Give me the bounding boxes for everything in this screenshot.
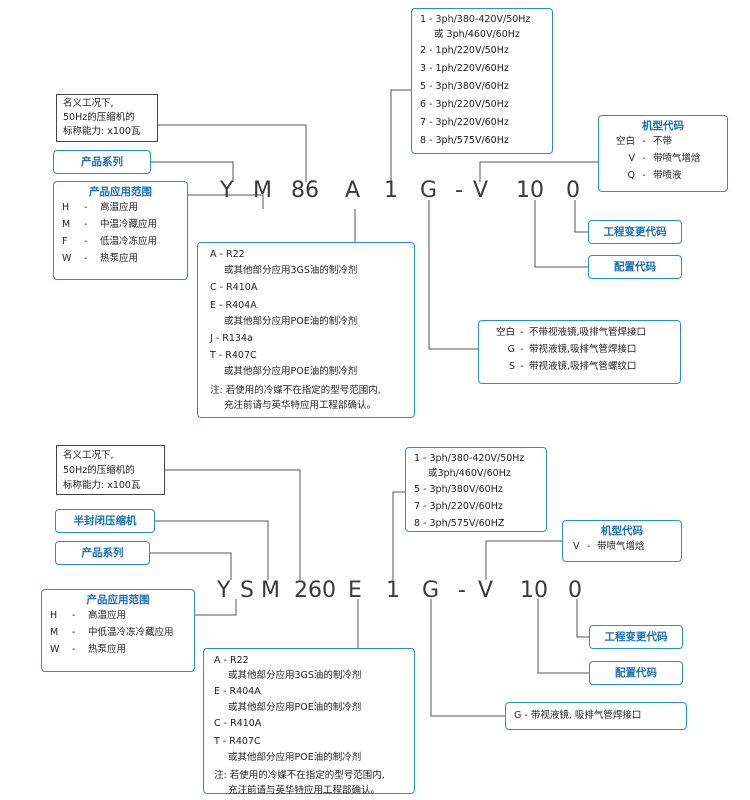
code-char: M [261, 578, 280, 603]
semi-hermetic-label-2: 半封闭压缩机 [55, 509, 155, 533]
refrigerant-line: 或其他部分应用3GS油的制冷剂 [224, 264, 358, 276]
application-item: W-热泵应用 [62, 253, 139, 264]
refrigerant-line: 或其他部分应用POE油的制冷剂 [224, 365, 358, 377]
model-type-item: Q-带喷液 [627, 170, 682, 181]
model-type-title: 机型代码 [601, 525, 643, 537]
voltage-line: 5 - 3ph/380V/60Hz [414, 484, 503, 495]
application-box-2: 产品应用范围 H-高温应用 M-中低温冷冻冷藏应用 W-热泵应用 [41, 589, 195, 672]
code-char: 10 [520, 578, 548, 603]
application-title: 产品应用范围 [86, 594, 150, 606]
rating-line: 50Hz的压缩机的 [63, 465, 135, 476]
series-label-1: 产品系列 [53, 150, 151, 174]
refrigerant-line: E - R404A [210, 300, 257, 311]
sight-glass-item: G - 带视液镜, 吸排气管焊接口 [514, 710, 642, 721]
voltage-box-1: 1 - 3ph/380-420V/50Hz 或 3ph/460V/60Hz 2 … [411, 8, 553, 154]
refrigerant-line: 或其他部分应用POE油的制冷剂 [228, 702, 362, 713]
voltage-line: 8 - 3ph/575V/60HZ [414, 518, 505, 529]
code-char: 0 [566, 178, 580, 203]
application-box-1: 产品应用范围 H-高温应用 M-中温冷藏应用 F-低温冷冻应用 W-热泵应用 [53, 181, 188, 280]
application-item: F-低温冷冻应用 [62, 236, 158, 247]
model-type-box-2: 机型代码 V-带喷气增焓 [562, 520, 682, 562]
rating-line: 标称能力: x100瓦 [63, 480, 141, 491]
application-title: 产品应用范围 [89, 186, 152, 198]
refrigerant-note: 注: 若使用的冷媒不在指定的型号范围内, [210, 385, 381, 396]
code-char: 0 [568, 578, 582, 603]
rating-line: 标称能力: x100瓦 [63, 126, 141, 137]
refrigerant-line: 或其他部分应用POE油的制冷剂 [228, 752, 362, 763]
code-char: A [345, 178, 361, 203]
sight-glass-item: 空白-不带视液镜,吸排气管焊接口 [495, 327, 647, 338]
rating-line: 50Hz的压缩机的 [63, 112, 135, 123]
series-label-2: 产品系列 [55, 541, 150, 565]
voltage-line: 2 - 1ph/220V/50Hz [420, 45, 509, 56]
refrigerant-line: C - R410A [214, 718, 262, 729]
rating-box-1: 名义工况下, 50Hz的压缩机的 标称能力: x100瓦 [56, 94, 158, 142]
refrigerant-box-2: A - R22 或其他部分应用3GS油的制冷剂 E - R404A 或其他部分应… [203, 648, 415, 796]
application-item: H-高温应用 [50, 610, 127, 621]
code-char: Y [220, 178, 234, 203]
voltage-line: 或3ph/460V/60Hz [428, 468, 511, 479]
code-char: M [253, 178, 272, 203]
voltage-line: 5 - 3ph/380V/60Hz [420, 81, 509, 92]
voltage-line: 3 - 1ph/220V/60Hz [420, 63, 509, 74]
voltage-line: 或 3ph/460V/60Hz [434, 29, 520, 40]
refrigerant-line: E - R404A [214, 686, 261, 697]
code-char: 86 [291, 178, 319, 203]
voltage-line: 8 - 3ph/575V/60Hz [420, 135, 509, 146]
voltage-box-2: 1 - 3ph/380-420V/50Hz 或3ph/460V/60Hz 5 -… [405, 447, 547, 532]
eng-change-label-1: 工程变更代码 [588, 220, 682, 244]
config-code-label-1: 配置代码 [588, 255, 682, 279]
refrigerant-line: J - R134a [210, 332, 253, 344]
refrigerant-line: T - R407C [214, 736, 261, 747]
voltage-line: 7 - 3ph/220V/60Hz [420, 117, 509, 128]
model-type-item: V-带喷气增焓 [573, 541, 645, 552]
voltage-line: 1 - 3ph/380-420V/50Hz [420, 14, 531, 25]
application-item: H-高温应用 [62, 202, 139, 213]
rating-box-2: 名义工况下, 50Hz的压缩机的 标称能力: x100瓦 [56, 445, 165, 495]
config-code-label-2: 配置代码 [589, 661, 683, 685]
refrigerant-line: 或其他部分应用3GS油的制冷剂 [228, 670, 362, 681]
code-char: 260 [294, 578, 336, 603]
code-char: E [348, 578, 362, 603]
rating-line: 名义工况下, [63, 98, 114, 109]
rating-line: 名义工况下, [63, 450, 114, 461]
sight-glass-box-2: G - 带视液镜, 吸排气管焊接口 [505, 702, 687, 730]
refrigerant-line: C - R410A [210, 282, 258, 293]
model-type-title: 机型代码 [642, 120, 684, 132]
refrigerant-note: 充注前请与英华特应用工程部确认。 [224, 400, 377, 411]
refrigerant-note: 注: 若使用的冷媒不在指定的型号范围内, [214, 770, 385, 781]
code-char: - [458, 578, 466, 603]
voltage-line: 1 - 3ph/380-420V/50Hz [414, 453, 525, 464]
model-type-item: 空白-不带 [615, 136, 673, 147]
code-char: V [473, 178, 489, 203]
code-char: S [240, 578, 254, 603]
code-char: - [455, 178, 463, 203]
eng-change-label-2: 工程变更代码 [589, 625, 683, 649]
refrigerant-box-1: A - R22 或其他部分应用3GS油的制冷剂 C - R410A E - R4… [197, 242, 415, 418]
application-item: M-中温冷藏应用 [62, 219, 158, 230]
voltage-line: 7 - 3ph/220V/60Hz [414, 501, 503, 512]
code-char: 1 [384, 178, 398, 203]
code-char: Y [217, 578, 231, 603]
refrigerant-line: 或其他部分应用POE油的制冷剂 [224, 316, 358, 327]
code-char: 1 [386, 578, 400, 603]
application-item: M-中低温冷冻冷藏应用 [50, 627, 174, 638]
sight-glass-item: S-带视液镜,吸排气管螺纹口 [508, 361, 637, 372]
code-char: G [422, 578, 440, 603]
code-char: G [420, 178, 438, 203]
voltage-line: 6 - 3ph/220V/50Hz [420, 99, 509, 110]
code-char: V [478, 578, 494, 603]
refrigerant-line: A - R22 [210, 249, 245, 260]
code-char: 10 [516, 178, 544, 203]
refrigerant-line: T - R407C [210, 349, 257, 361]
refrigerant-note: 充注前请与英华特应用工程部确认。 [228, 785, 381, 796]
application-item: W-热泵应用 [50, 644, 127, 655]
model-type-box-1: 机型代码 空白-不带 V-带喷气增焓 Q-带喷液 [598, 115, 728, 192]
sight-glass-box-1: 空白-不带视液镜,吸排气管焊接口 G-带视液镜,吸排气管焊接口 S-带视液镜,吸… [478, 320, 681, 384]
refrigerant-line: A - R22 [214, 655, 249, 666]
sight-glass-item: G-带视液镜,吸排气管焊接口 [507, 344, 637, 355]
model-type-item: V-带喷气增焓 [628, 153, 701, 164]
